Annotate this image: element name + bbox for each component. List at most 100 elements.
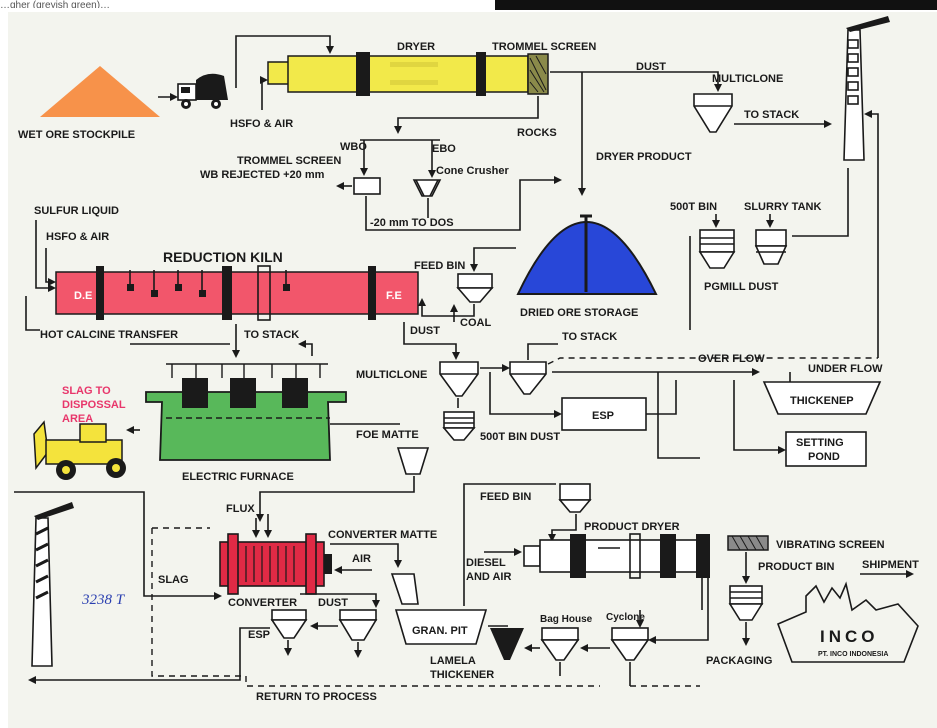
to-stack-kiln-label: TO STACK — [244, 329, 299, 341]
over-flow-label: OVER FLOW — [698, 353, 765, 365]
cyclone-label: Cyclone — [606, 612, 645, 623]
dryer-product-label: DRYER PRODUCT — [596, 151, 692, 163]
handwritten-note: 3238 T — [81, 592, 126, 608]
fe-label: F.E — [386, 290, 402, 302]
reduction-kiln-label: REDUCTION KILN — [163, 249, 283, 265]
feed-bin-low-label: FEED BIN — [480, 491, 531, 503]
diesel-air-label-2: AND AIR — [466, 571, 511, 583]
esp-cone-2 — [338, 609, 378, 641]
dust-kiln-label: DUST — [410, 325, 440, 337]
setting-pond — [785, 431, 867, 467]
packaging-label: PACKAGING — [706, 655, 772, 667]
to-stack-top-label: TO STACK — [744, 109, 799, 121]
under-flow-label: UNDER FLOW — [808, 363, 883, 375]
pt-inco-label: PT. INCO INDONESIA — [818, 651, 888, 658]
multiclone-mid-a — [439, 361, 479, 397]
dust-top-label: DUST — [636, 61, 666, 73]
flux-label: FLUX — [226, 503, 255, 515]
setting-pond-label-line1: SETTING — [796, 437, 844, 449]
slag-disposal-label-3: AREA — [62, 413, 93, 425]
rocks-label: ROCKS — [517, 127, 557, 139]
feed-bin-low — [558, 483, 592, 513]
wet-ore-stockpile — [40, 66, 160, 117]
shipment-label: SHIPMENT — [862, 559, 919, 571]
sulfur-liquid-label: SULFUR LIQUID — [34, 205, 119, 217]
to-dos-label: -20 mm TO DOS — [370, 217, 454, 229]
bag-house-label: Bag House — [540, 614, 593, 625]
ebo-label: EBO — [432, 143, 456, 155]
trommel-screen-top-label: TROMMEL SCREEN — [492, 41, 596, 53]
dryer — [267, 52, 549, 96]
air-label: AIR — [352, 553, 371, 565]
dump-truck-icon — [177, 73, 228, 109]
lamela-label-1: LAMELA — [430, 655, 476, 667]
vibrating-screen-label: VIBRATING SCREEN — [776, 539, 885, 551]
wbo-label: WBO — [340, 141, 367, 153]
lamela-thickener — [490, 628, 524, 660]
diesel-air-label-1: DIESEL — [466, 557, 506, 569]
slurry-tank — [754, 229, 788, 265]
clipped-caption: …gher (greyish green)… — [0, 0, 111, 8]
dryer-label: DRYER — [397, 41, 435, 53]
bulldozer-icon — [33, 420, 126, 480]
slag-disposal-label-1: SLAG TO — [62, 385, 111, 397]
product-bin — [728, 585, 764, 621]
multiclone-top — [693, 93, 733, 133]
dust-conv-label: DUST — [318, 597, 348, 609]
bag-house — [540, 627, 580, 661]
esp-mid-label: ESP — [592, 410, 614, 422]
dried-ore-storage-label: DRIED ORE STORAGE — [520, 307, 638, 319]
esp-mid — [561, 397, 647, 431]
pgmill-dust-label: PGMILL DUST — [704, 281, 779, 293]
vibrating-screen — [727, 535, 769, 551]
foe-matte-ladle — [396, 447, 430, 475]
converter-label: CONVERTER — [228, 597, 297, 609]
bin-dust-500t-label: 500T BIN DUST — [480, 431, 560, 443]
bin-dust-500t — [442, 411, 476, 441]
hsfo-air-kiln-label: HSFO & AIR — [46, 231, 109, 243]
de-label: D.E — [74, 290, 92, 302]
stack-chimney-left-icon — [31, 502, 74, 667]
gran-pit-label: GRAN. PIT — [412, 625, 468, 637]
slurry-tank-label: SLURRY TANK — [744, 201, 821, 213]
wb-rejected-label: WB REJECTED +20 mm — [200, 169, 325, 181]
hsfo-air-top-label: HSFO & AIR — [230, 118, 293, 130]
stack-chimney-icon — [843, 16, 890, 161]
ship-icon — [776, 581, 919, 663]
cone-crusher — [412, 179, 442, 197]
gran-pit — [394, 609, 488, 645]
esp-low-label: ESP — [248, 629, 270, 641]
feed-bin-kiln-label: FEED BIN — [414, 260, 465, 272]
slag-disposal-label-2: DISPOSSAL — [62, 399, 126, 411]
converter-matte-label: CONVERTER MATTE — [328, 529, 437, 541]
slag-label: SLAG — [158, 574, 189, 586]
multiclone-top-label: MULTICLONE — [712, 73, 783, 85]
cone-crusher-label: Cone Crusher — [436, 165, 509, 177]
product-dryer — [523, 533, 710, 579]
inco-label: INCO — [820, 627, 879, 646]
to-stack-mid-label: TO STACK — [562, 331, 617, 343]
electric-furnace — [145, 363, 347, 461]
dried-ore-storage — [516, 214, 658, 295]
wet-ore-stockpile-label: WET ORE STOCKPILE — [18, 129, 135, 141]
trommel-screen-mid — [353, 177, 381, 195]
foe-matte-label: FOE MATTE — [356, 429, 419, 441]
reduction-kiln — [55, 265, 419, 321]
product-bin-label: PRODUCT BIN — [758, 561, 834, 573]
cyclone — [610, 627, 650, 661]
converter-matte-ladle — [390, 573, 419, 605]
lamela-label-2: THICKENER — [430, 669, 494, 681]
bin-500t — [698, 229, 736, 269]
thickener — [762, 381, 882, 415]
feed-bin-kiln — [456, 273, 494, 303]
setting-pond-label-line2: POND — [808, 451, 840, 463]
thickener-label: THICKENEP — [790, 395, 854, 407]
black-header-bar — [495, 0, 937, 10]
electric-furnace-label: ELECTRIC FURNACE — [182, 471, 294, 483]
esp-cone-1 — [270, 609, 308, 639]
trommel-screen-mid-label: TROMMEL SCREEN — [237, 155, 341, 167]
bin-500t-label: 500T BIN — [670, 201, 717, 213]
multiclone-mid-label: MULTICLONE — [356, 369, 427, 381]
converter — [219, 533, 332, 595]
